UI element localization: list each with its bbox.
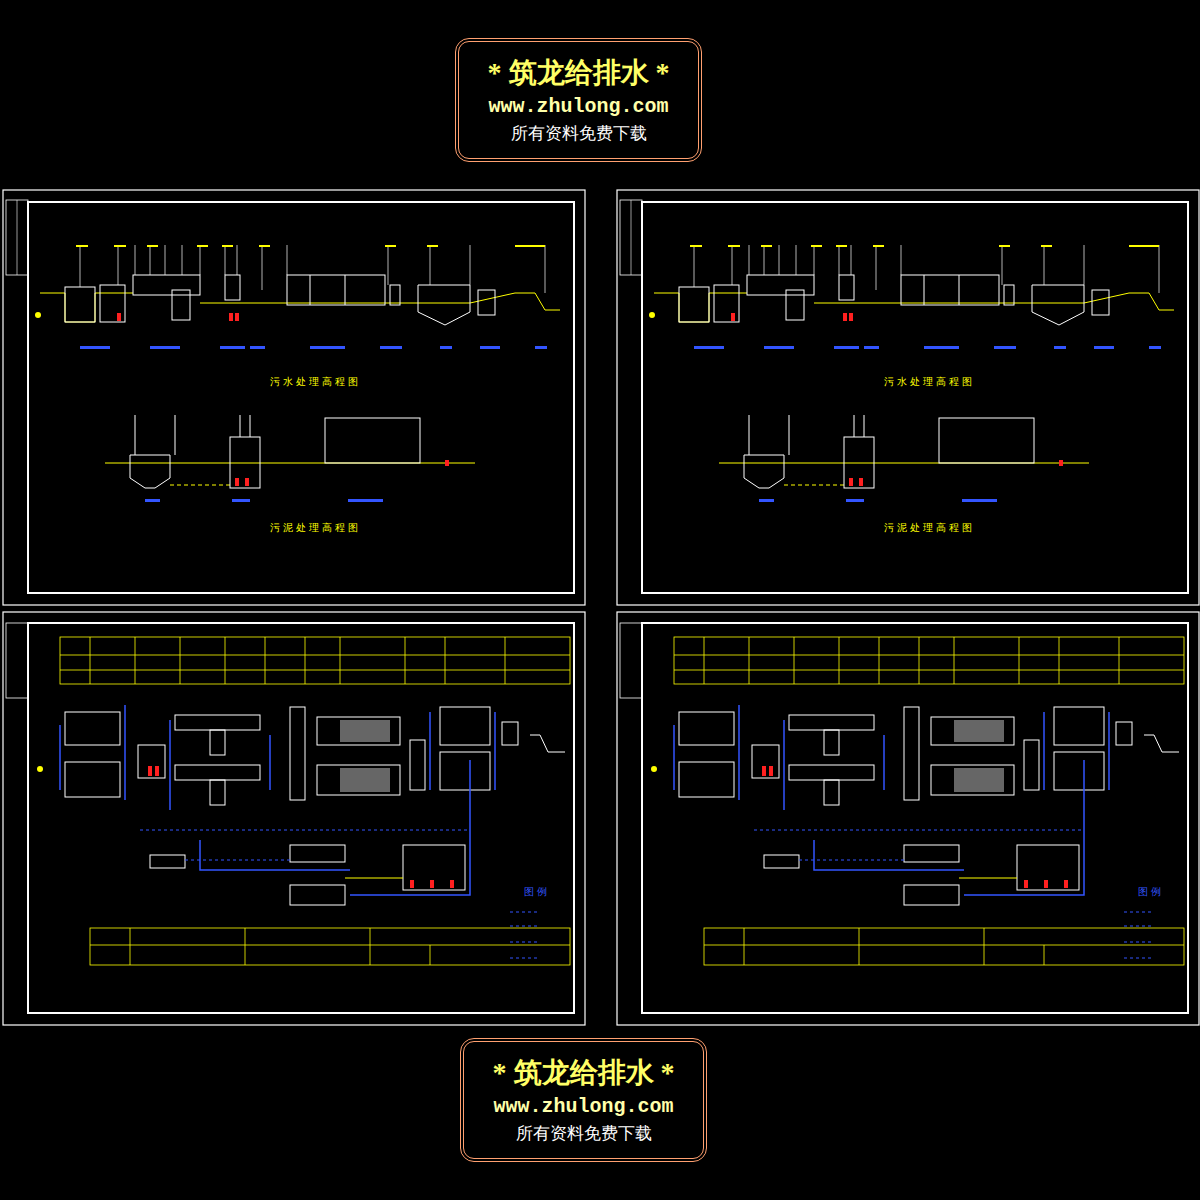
- watermark-url: www.zhulong.com: [488, 94, 668, 119]
- legend-heading: 图例: [1136, 886, 1166, 898]
- watermark-title: * 筑龙给排水 *: [488, 55, 670, 90]
- legend-heading: 图例: [522, 886, 552, 898]
- elevation-drawing-left: [3, 190, 585, 605]
- watermark-note: 所有资料免费下载: [511, 123, 647, 144]
- watermark-box: * 筑龙给排水 * www.zhulong.com 所有资料免费下载: [460, 1038, 707, 1162]
- drawing-caption: 污水处理高程图: [882, 376, 977, 388]
- elevation-drawing-right: [617, 190, 1199, 605]
- watermark-title: * 筑龙给排水 *: [493, 1055, 675, 1090]
- drawing-caption: 污泥处理高程图: [268, 522, 363, 534]
- watermark-url: www.zhulong.com: [493, 1094, 673, 1119]
- drawing-caption: 污水处理高程图: [268, 376, 363, 388]
- drawing-caption: 污泥处理高程图: [882, 522, 977, 534]
- watermark-box: * 筑龙给排水 * www.zhulong.com 所有资料免费下载: [455, 38, 702, 162]
- flow-drawing-right: [617, 612, 1199, 1025]
- watermark-note: 所有资料免费下载: [516, 1123, 652, 1144]
- flow-drawing-left: [3, 612, 585, 1025]
